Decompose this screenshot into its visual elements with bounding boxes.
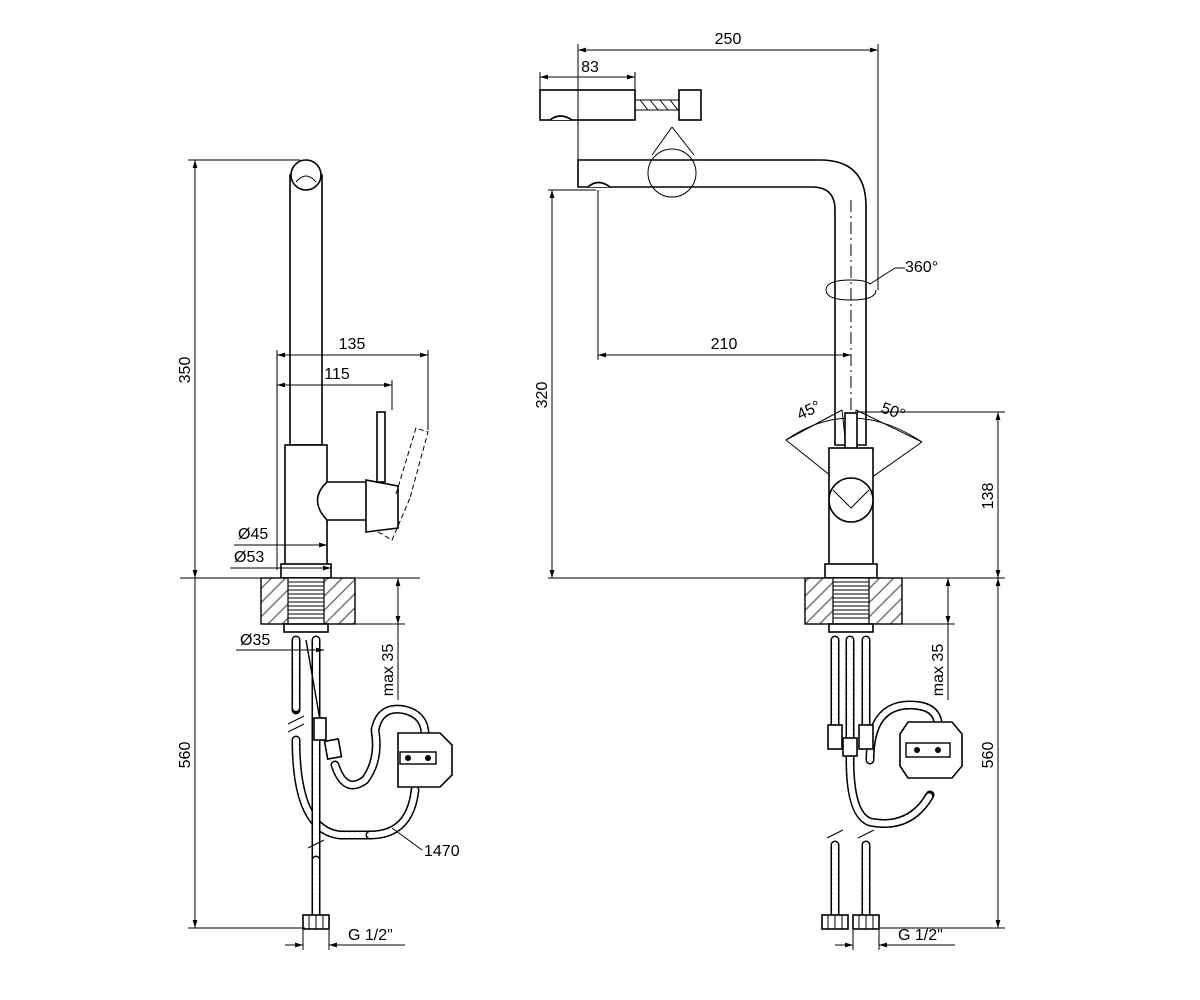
dim-thread-right: G 1/2": [898, 927, 943, 944]
left-countertop: [180, 577, 420, 633]
dim-spray-head-83: 83: [581, 59, 599, 76]
dim-spout-reach-210: 210: [711, 336, 738, 353]
dim-hose-1470: 1470: [424, 843, 460, 860]
left-faucet-body: [280, 159, 429, 579]
dim-max-35-right: max 35: [930, 644, 947, 697]
dim-overall-reach-250: 250: [715, 31, 742, 48]
dim-lever-angle-45: 45°: [795, 398, 824, 424]
spray-head-detail: [539, 89, 702, 156]
dim-rotation-360: 360°: [905, 259, 938, 276]
right-faucet-spout: [577, 148, 896, 446]
dim-560-right: 560: [980, 742, 997, 769]
right-countertop: [548, 577, 1005, 633]
dim-diameter-45: Ø45: [238, 526, 268, 543]
right-supply-hoses: [821, 635, 963, 930]
dim-lever-height-138: 138: [980, 483, 997, 510]
dim-thread-left: G 1/2": [348, 927, 393, 944]
left-view: 350 135 115 Ø45 Ø53 Ø35 max 35: [177, 159, 460, 950]
left-dimensions: 350 135 115 Ø45 Ø53 Ø35 max 35: [177, 159, 460, 950]
dim-560-left: 560: [177, 742, 194, 769]
right-dimensions: 250 83 360° 210 320 45° 50° 138: [534, 31, 1005, 950]
dim-reach-135: 135: [339, 336, 366, 353]
dim-spout-height-320: 320: [534, 382, 551, 409]
left-supply-hoses: [287, 635, 453, 930]
dim-max-35: max 35: [380, 644, 397, 697]
dim-height-350: 350: [177, 357, 194, 384]
dim-diameter-53: Ø53: [234, 549, 264, 566]
dim-reach-115: 115: [324, 366, 350, 383]
right-view: 250 83 360° 210 320 45° 50° 138: [534, 31, 1005, 950]
right-faucet-body: [785, 409, 923, 579]
dim-diameter-35: Ø35: [240, 632, 270, 649]
